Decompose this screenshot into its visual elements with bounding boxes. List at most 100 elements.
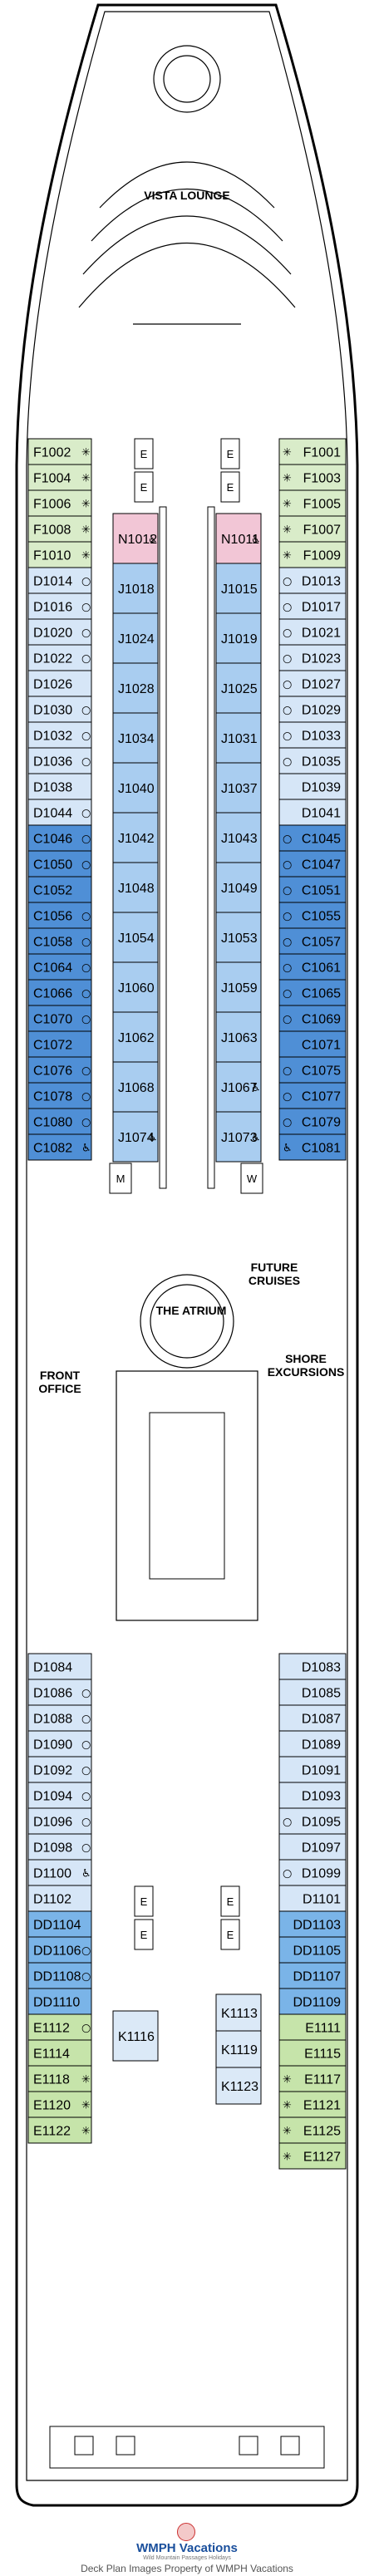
cabin-j1031[interactable]: J1031 bbox=[215, 712, 262, 764]
cabin-f1008[interactable]: F1008✳ bbox=[27, 515, 92, 543]
cabin-dd1104[interactable]: DD1104 bbox=[27, 1910, 92, 1938]
cabin-d1036[interactable]: D1036○ bbox=[27, 747, 92, 774]
cabin-e1114[interactable]: E1114 bbox=[27, 2039, 92, 2067]
cabin-c1051[interactable]: C1051○ bbox=[278, 876, 347, 903]
cabin-e1121[interactable]: E1121✳ bbox=[278, 2091, 347, 2118]
cabin-c1056[interactable]: C1056○ bbox=[27, 902, 92, 929]
cabin-d1039[interactable]: D1039 bbox=[278, 773, 347, 800]
cabin-k1119[interactable]: K1119 bbox=[215, 2030, 262, 2068]
cabin-e1122[interactable]: E1122✳ bbox=[27, 2116, 92, 2144]
cabin-dd1110[interactable]: DD1110 bbox=[27, 1988, 92, 2015]
cabin-d1021[interactable]: D1021○ bbox=[278, 618, 347, 646]
cabin-d1041[interactable]: D1041 bbox=[278, 799, 347, 826]
cabin-d1098[interactable]: D1098○ bbox=[27, 1833, 92, 1861]
cabin-c1079[interactable]: C1079○ bbox=[278, 1108, 347, 1135]
cabin-j1018[interactable]: J1018 bbox=[112, 563, 159, 614]
cabin-d1022[interactable]: D1022○ bbox=[27, 644, 92, 671]
cabin-f1002[interactable]: F1002✳ bbox=[27, 438, 92, 465]
cabin-c1072[interactable]: C1072 bbox=[27, 1030, 92, 1058]
cabin-j1054[interactable]: J1054 bbox=[112, 912, 159, 963]
cabin-d1014[interactable]: D1014○ bbox=[27, 567, 92, 594]
cabin-c1050[interactable]: C1050○ bbox=[27, 850, 92, 878]
cabin-e1125[interactable]: E1125✳ bbox=[278, 2116, 347, 2144]
cabin-d1093[interactable]: D1093 bbox=[278, 1782, 347, 1809]
cabin-f1001[interactable]: F1001✳ bbox=[278, 438, 347, 465]
cabin-c1075[interactable]: C1075○ bbox=[278, 1056, 347, 1084]
cabin-e1115[interactable]: E1115 bbox=[278, 2039, 347, 2067]
cabin-j1025[interactable]: J1025 bbox=[215, 662, 262, 714]
cabin-d1090[interactable]: D1090○ bbox=[27, 1730, 92, 1757]
cabin-j1034[interactable]: J1034 bbox=[112, 712, 159, 764]
cabin-j1062[interactable]: J1062 bbox=[112, 1011, 159, 1063]
cabin-c1070[interactable]: C1070○ bbox=[27, 1005, 92, 1032]
cabin-j1037[interactable]: J1037 bbox=[215, 762, 262, 814]
cabin-e1127[interactable]: E1127✳ bbox=[278, 2142, 347, 2170]
cabin-c1069[interactable]: C1069○ bbox=[278, 1005, 347, 1032]
cabin-j1048[interactable]: J1048 bbox=[112, 862, 159, 913]
cabin-d1086[interactable]: D1086○ bbox=[27, 1679, 92, 1706]
cabin-j1074[interactable]: J1074♿ bbox=[112, 1111, 159, 1163]
forward-elevators[interactable]: E E E E bbox=[134, 438, 240, 503]
cabin-dd1105[interactable]: DD1105 bbox=[278, 1936, 347, 1964]
cabin-j1024[interactable]: J1024 bbox=[112, 612, 159, 664]
cabin-e1112[interactable]: E1112○ bbox=[27, 2013, 92, 2041]
cabin-dd1108[interactable]: DD1108○ bbox=[27, 1962, 92, 1989]
cabin-d1085[interactable]: D1085 bbox=[278, 1679, 347, 1706]
cabin-e1120[interactable]: E1120✳ bbox=[27, 2091, 92, 2118]
cabin-j1049[interactable]: J1049 bbox=[215, 862, 262, 913]
cabin-f1006[interactable]: F1006✳ bbox=[27, 489, 92, 517]
cabin-d1023[interactable]: D1023○ bbox=[278, 644, 347, 671]
cabin-f1010[interactable]: F1010✳ bbox=[27, 541, 92, 568]
cabin-d1017[interactable]: D1017○ bbox=[278, 592, 347, 620]
cabin-d1088[interactable]: D1088○ bbox=[27, 1704, 92, 1732]
cabin-n1011[interactable]: N1011♿ bbox=[215, 513, 262, 564]
cabin-d1032[interactable]: D1032○ bbox=[27, 721, 92, 749]
cabin-d1094[interactable]: D1094○ bbox=[27, 1782, 92, 1809]
cabin-c1061[interactable]: C1061○ bbox=[278, 953, 347, 981]
cabin-f1005[interactable]: F1005✳ bbox=[278, 489, 347, 517]
cabin-e1111[interactable]: E1111 bbox=[278, 2013, 347, 2041]
cabin-dd1107[interactable]: DD1107 bbox=[278, 1962, 347, 1989]
cabin-c1055[interactable]: C1055○ bbox=[278, 902, 347, 929]
cabin-c1047[interactable]: C1047○ bbox=[278, 850, 347, 878]
cabin-c1052[interactable]: C1052 bbox=[27, 876, 92, 903]
cabin-c1057[interactable]: C1057○ bbox=[278, 927, 347, 955]
cabin-d1016[interactable]: D1016○ bbox=[27, 592, 92, 620]
cabin-c1071[interactable]: C1071 bbox=[278, 1030, 347, 1058]
cabin-d1087[interactable]: D1087 bbox=[278, 1704, 347, 1732]
cabin-k1123[interactable]: K1123 bbox=[215, 2067, 262, 2105]
cabin-d1013[interactable]: D1013○ bbox=[278, 567, 347, 594]
cabin-d1027[interactable]: D1027○ bbox=[278, 670, 347, 697]
cabin-d1026[interactable]: D1026 bbox=[27, 670, 92, 697]
cabin-d1097[interactable]: D1097 bbox=[278, 1833, 347, 1861]
cabin-d1035[interactable]: D1035○ bbox=[278, 747, 347, 774]
cabin-c1066[interactable]: C1066○ bbox=[27, 979, 92, 1006]
atrium[interactable]: THE ATRIUM bbox=[116, 1274, 258, 1621]
cabin-j1063[interactable]: J1063 bbox=[215, 1011, 262, 1063]
cabin-j1068[interactable]: J1068 bbox=[112, 1061, 159, 1113]
cabin-f1004[interactable]: F1004✳ bbox=[27, 464, 92, 491]
cabin-d1092[interactable]: D1092○ bbox=[27, 1756, 92, 1783]
cabin-n1012[interactable]: N1012♿ bbox=[112, 513, 159, 564]
restrooms[interactable]: M W bbox=[109, 1163, 263, 1194]
cabin-j1073[interactable]: J1073♿ bbox=[215, 1111, 262, 1163]
cabin-dd1103[interactable]: DD1103 bbox=[278, 1910, 347, 1938]
aft-elevators[interactable]: E E E E bbox=[134, 1885, 240, 1950]
cabin-d1101[interactable]: D1101 bbox=[278, 1885, 347, 1912]
cabin-e1118[interactable]: E1118✳ bbox=[27, 2065, 92, 2092]
cabin-j1067[interactable]: J1067♿ bbox=[215, 1061, 262, 1113]
cabin-c1080[interactable]: C1080○ bbox=[27, 1108, 92, 1135]
cabin-j1028[interactable]: J1028 bbox=[112, 662, 159, 714]
cabin-d1102[interactable]: D1102 bbox=[27, 1885, 92, 1912]
cabin-d1044[interactable]: D1044○ bbox=[27, 799, 92, 826]
cabin-d1029[interactable]: D1029○ bbox=[278, 696, 347, 723]
cabin-c1081[interactable]: C1081♿ bbox=[278, 1133, 347, 1161]
cabin-c1058[interactable]: C1058○ bbox=[27, 927, 92, 955]
cabin-k1113[interactable]: K1113 bbox=[215, 1993, 262, 2032]
cabin-d1038[interactable]: D1038 bbox=[27, 773, 92, 800]
cabin-j1040[interactable]: J1040 bbox=[112, 762, 159, 814]
cabin-j1053[interactable]: J1053 bbox=[215, 912, 262, 963]
cabin-j1060[interactable]: J1060 bbox=[112, 961, 159, 1013]
cabin-c1045[interactable]: C1045○ bbox=[278, 824, 347, 852]
cabin-dd1106[interactable]: DD1106○ bbox=[27, 1936, 92, 1964]
